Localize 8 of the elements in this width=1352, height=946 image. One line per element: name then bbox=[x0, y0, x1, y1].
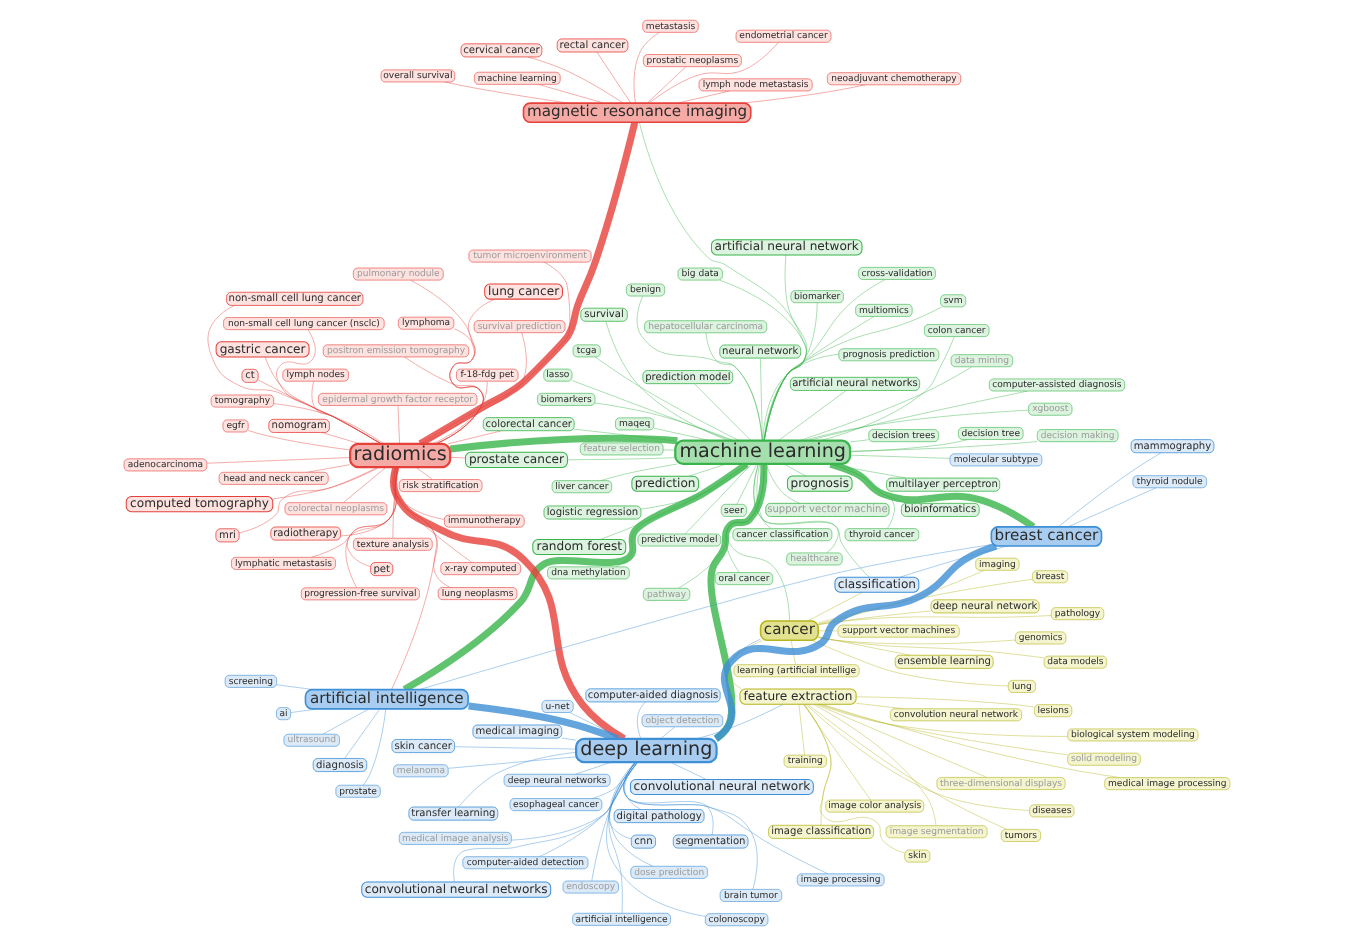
connector bbox=[448, 456, 465, 459]
connector bbox=[560, 737, 576, 741]
node-box: radiomics bbox=[348, 442, 451, 469]
node-box: machine learning bbox=[673, 439, 851, 466]
connector bbox=[810, 640, 1008, 687]
node-box: deep learning bbox=[574, 737, 717, 764]
connector bbox=[661, 449, 675, 451]
connector bbox=[448, 434, 677, 453]
